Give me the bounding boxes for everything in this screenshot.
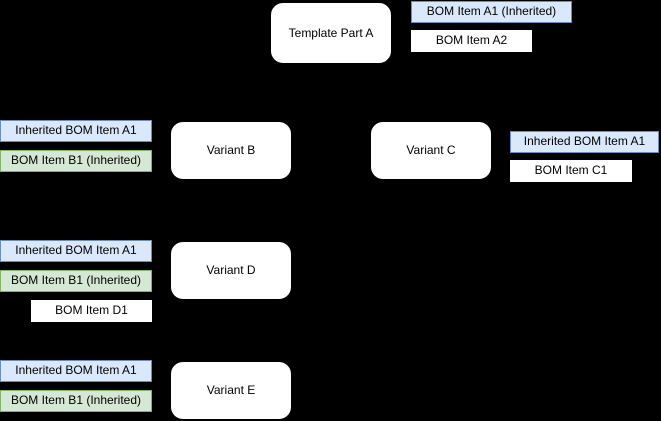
bom-chip-label: BOM Item D1 (55, 303, 128, 318)
bom-chip-label: BOM Item B1 (Inherited) (10, 273, 142, 288)
bom-chip-label: BOM Item A2 (435, 33, 508, 48)
node-variant-d[interactable]: Variant D (171, 242, 291, 299)
bom-chip-label: BOM Item C1 (534, 163, 608, 178)
bom-chip-d-bom-2[interactable]: BOM Item B1 (Inherited) (0, 270, 152, 292)
bom-chip-e-bom-1[interactable]: Inherited BOM Item A1 (0, 360, 152, 382)
bom-chip-a-bom-1[interactable]: BOM Item A1 (Inherited) (411, 1, 572, 23)
node-variant-c[interactable]: Variant C (371, 122, 491, 179)
bom-chip-a-bom-2[interactable]: BOM Item A2 (411, 30, 532, 52)
bom-chip-label: Inherited BOM Item A1 (15, 123, 137, 138)
node-variant-b[interactable]: Variant B (171, 122, 291, 179)
bom-chip-label: Inherited BOM Item A1 (15, 363, 137, 378)
bom-chip-b-bom-1[interactable]: Inherited BOM Item A1 (0, 120, 152, 142)
bom-chip-b-bom-2[interactable]: BOM Item B1 (Inherited) (0, 150, 152, 172)
bom-chip-label: BOM Item A1 (Inherited) (426, 4, 557, 19)
bom-chip-label: Inherited BOM Item A1 (523, 134, 646, 149)
bom-chip-label: BOM Item B1 (Inherited) (10, 393, 142, 408)
node-variant-e[interactable]: Variant E (171, 362, 291, 419)
node-label: Template Part A (288, 25, 374, 40)
bom-chip-e-bom-2[interactable]: BOM Item B1 (Inherited) (0, 390, 152, 412)
bom-chip-c-bom-2[interactable]: BOM Item C1 (510, 160, 632, 182)
bom-chip-c-bom-1[interactable]: Inherited BOM Item A1 (510, 131, 659, 153)
node-label: Variant B (206, 143, 256, 158)
bom-chip-label: BOM Item B1 (Inherited) (10, 153, 142, 168)
node-template-part-a[interactable]: Template Part A (271, 3, 391, 63)
node-label: Variant C (406, 143, 456, 158)
node-label: Variant E (206, 383, 256, 398)
bom-chip-label: Inherited BOM Item A1 (15, 243, 137, 258)
bom-chip-d-bom-1[interactable]: Inherited BOM Item A1 (0, 240, 152, 262)
bom-chip-d-bom-3[interactable]: BOM Item D1 (31, 300, 152, 322)
node-label: Variant D (206, 263, 256, 278)
